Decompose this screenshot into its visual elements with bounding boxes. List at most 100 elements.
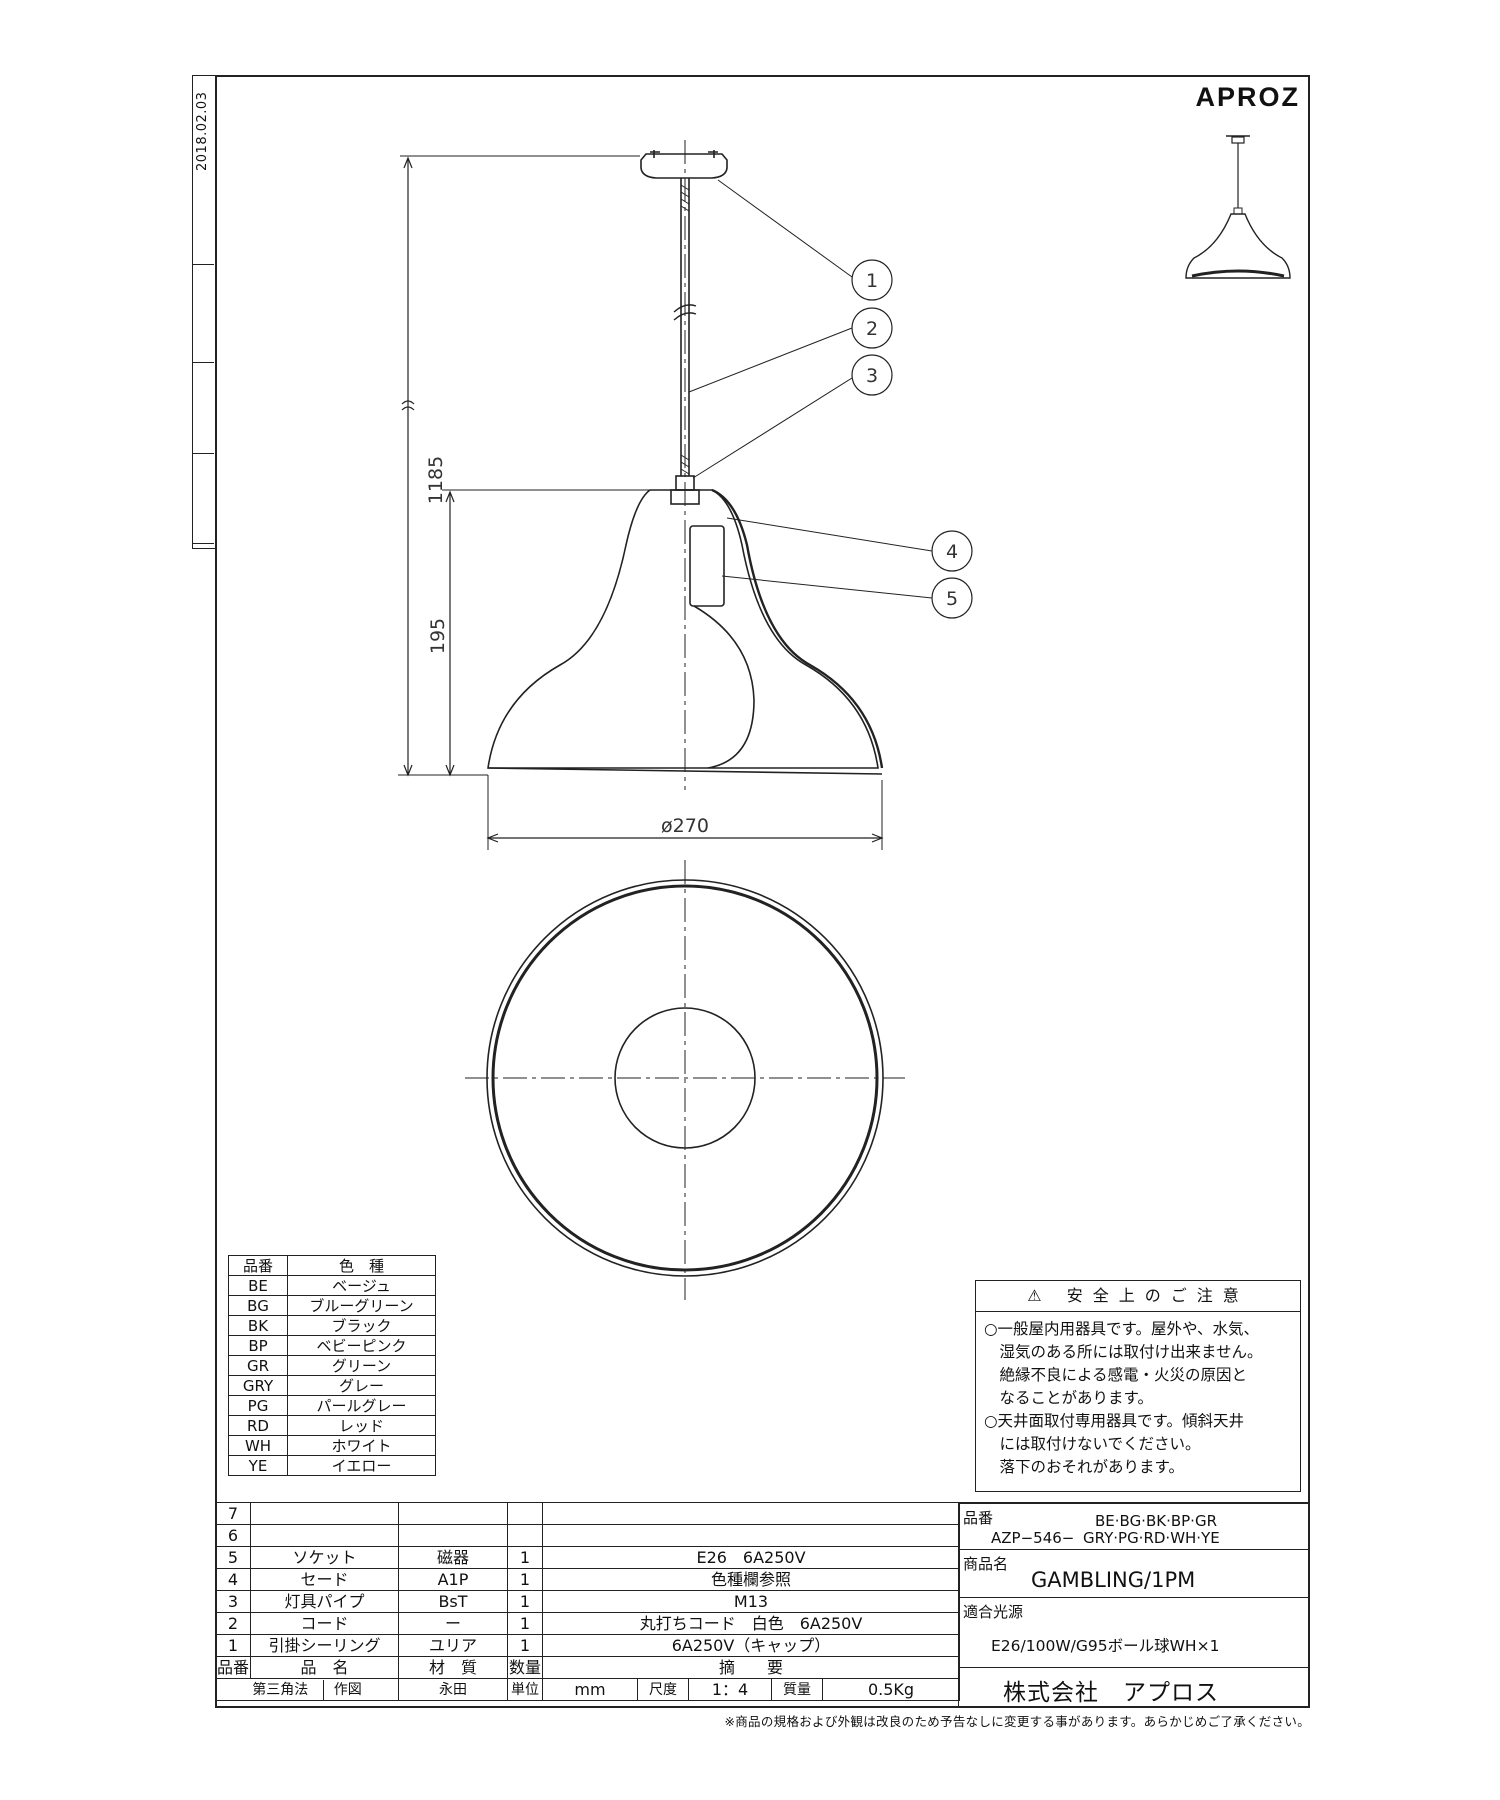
part-name: コード xyxy=(250,1612,399,1635)
callout-label-1: 1 xyxy=(866,270,878,292)
color-name: ベージュ xyxy=(287,1275,436,1296)
part-material: ー xyxy=(398,1612,508,1635)
revision-cell xyxy=(193,453,214,454)
callout-circle-2 xyxy=(851,307,893,349)
color-code: GR xyxy=(228,1355,288,1376)
part-name xyxy=(250,1524,399,1547)
drawing-frame xyxy=(215,75,1310,1708)
lamp-shade xyxy=(487,489,879,769)
color-name: グレー xyxy=(287,1375,436,1396)
color-code: WH xyxy=(228,1435,288,1456)
color-name: ブラック xyxy=(287,1315,436,1336)
color-name: イエロー xyxy=(287,1455,436,1476)
part-name: セード xyxy=(250,1568,399,1591)
color-code: BG xyxy=(228,1295,288,1316)
brand-logo: APROZ xyxy=(1195,82,1300,112)
leader-3 xyxy=(692,377,853,479)
part-name: ソケット xyxy=(250,1546,399,1569)
footnote: ※商品の規格および外観は改良のため予告なしに変更する事があります。あらかじめご了… xyxy=(724,1714,1310,1729)
color-code: BP xyxy=(228,1335,288,1356)
part-no: 4 xyxy=(215,1568,251,1591)
leader-2 xyxy=(688,327,853,393)
header-name: 品 名 xyxy=(250,1656,399,1679)
dim-break xyxy=(401,400,415,411)
safety-title: ⚠ 安全上のご注意 xyxy=(976,1281,1300,1312)
header-material: 材 質 xyxy=(398,1656,508,1679)
header-spec: 摘 要 xyxy=(542,1656,960,1679)
callout-label-5: 5 xyxy=(946,588,958,610)
header-no: 品番 xyxy=(215,1656,251,1679)
part-name: 引掛シーリング xyxy=(250,1634,399,1657)
part-no: 3 xyxy=(215,1590,251,1613)
projection-method: 第三角法 作図 xyxy=(215,1678,399,1701)
callout-label-3: 3 xyxy=(866,365,878,387)
color-code: PG xyxy=(228,1395,288,1416)
part-no: 1 xyxy=(215,1634,251,1657)
part-spec xyxy=(542,1524,960,1547)
scale-label: 尺度 xyxy=(637,1678,689,1701)
title-block: 品番 BE·BG·BK·BP·GR AZP−546− GRY·PG·RD·WH·… xyxy=(958,1502,1310,1708)
part-no: 5 xyxy=(215,1546,251,1569)
part-spec: 色種欄参照 xyxy=(542,1568,960,1591)
unit-value: mm xyxy=(542,1678,638,1701)
dim-arrows xyxy=(445,490,455,777)
callout-circle-5 xyxy=(931,577,973,619)
part-qty: 1 xyxy=(507,1546,543,1569)
unit-label: 単位 xyxy=(507,1678,543,1701)
callout-circle-4 xyxy=(931,530,973,572)
part-spec: E26 6A250V xyxy=(542,1546,960,1569)
part-material: ユリア xyxy=(398,1634,508,1657)
product-name-label: 商品名 xyxy=(963,1555,1009,1573)
part-material xyxy=(398,1524,508,1547)
part-material: 磁器 xyxy=(398,1546,508,1569)
company-name: 株式会社 アプロス xyxy=(1003,1680,1219,1706)
leader-1 xyxy=(717,179,853,278)
dim-total-height: 1185 xyxy=(425,456,447,504)
product-name-row: 商品名 GAMBLING/1PM xyxy=(959,1550,1308,1598)
company-row: 株式会社 アプロス xyxy=(959,1668,1308,1706)
dim-diameter: ø270 xyxy=(661,815,709,837)
callout-label-2: 2 xyxy=(866,318,878,340)
part-qty: 1 xyxy=(507,1634,543,1657)
part-number-colors-top: BE·BG·BK·BP·GR xyxy=(1095,1512,1217,1530)
color-name: グリーン xyxy=(287,1355,436,1376)
safety-text: ○一般屋内用器具です。屋外や、水気、 湿気のある所には取付け出来ません。 絶縁不… xyxy=(984,1320,1263,1476)
part-qty xyxy=(507,1524,543,1547)
part-name: 灯具パイプ xyxy=(250,1590,399,1613)
light-source: E26/100W/G95ボール球WH×1 xyxy=(991,1637,1220,1655)
part-qty xyxy=(507,1502,543,1525)
scale-value: 1：4 xyxy=(688,1678,772,1701)
color-name: レッド xyxy=(287,1415,436,1436)
dim-arrows xyxy=(403,156,413,777)
part-number-label: 品番 xyxy=(963,1509,994,1527)
leader-4 xyxy=(726,517,933,552)
color-name: パールグレー xyxy=(287,1395,436,1416)
part-qty: 1 xyxy=(507,1612,543,1635)
leader-5 xyxy=(721,575,933,599)
drawn-label: 作図 xyxy=(322,1679,362,1700)
color-code: GRY xyxy=(228,1375,288,1396)
part-material xyxy=(398,1502,508,1525)
header-qty: 数量 xyxy=(507,1656,543,1679)
socket-body xyxy=(689,525,725,607)
part-name xyxy=(250,1502,399,1525)
part-spec xyxy=(542,1502,960,1525)
part-no: 6 xyxy=(215,1524,251,1547)
revision-cell xyxy=(193,264,214,265)
part-number-prefix: AZP−546− xyxy=(991,1529,1075,1547)
light-source-row: 適合光源 E26/100W/G95ボール球WH×1 xyxy=(959,1598,1308,1668)
color-table-header-color: 色 種 xyxy=(287,1255,436,1276)
product-name: GAMBLING/1PM xyxy=(1031,1568,1196,1592)
bulb-outline xyxy=(693,605,755,769)
part-number-colors-bottom: GRY·PG·RD·WH·YE xyxy=(1083,1529,1220,1547)
light-source-label: 適合光源 xyxy=(963,1603,1024,1621)
shade-thickness xyxy=(711,488,884,769)
dim-shade-height: 195 xyxy=(427,618,449,654)
drawn-by: 永田 xyxy=(398,1678,508,1701)
part-qty: 1 xyxy=(507,1590,543,1613)
revision-cell xyxy=(193,543,214,544)
revision-cell xyxy=(193,362,214,363)
color-code: RD xyxy=(228,1415,288,1436)
dim-arrows xyxy=(486,833,884,843)
